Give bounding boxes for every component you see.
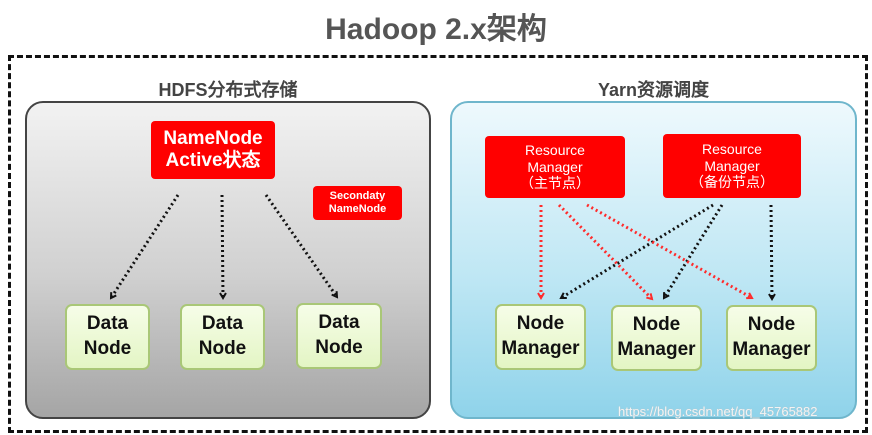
outer-dashed-frame [8,55,868,433]
nodemanager-2-line2: Manager [617,339,696,360]
nodemanager-2-line1: Node [632,314,681,336]
datanode-3-line2: Node [315,337,363,358]
rm-backup-line3: （备份节点） [690,174,774,191]
namenode-line1: NameNode [163,127,263,149]
yarn-label: Yarn资源调度 [597,80,710,100]
datanode-box-1: Data Node [65,304,150,370]
hdfs-label: HDFS分布式存储 [158,80,298,100]
resource-manager-primary-box: Resource Manager （主节点） [485,136,625,198]
datanode-1-line1: Data [86,313,129,335]
rm-primary-line3: （主节点） [520,175,590,192]
nodemanager-box-3: Node Manager [726,305,817,371]
datanode-box-2: Data Node [180,304,265,370]
rm-primary-line2: Manager [527,158,583,175]
datanode-2-line2: Node [198,338,247,359]
datanode-3-line1: Data [318,312,360,334]
secondary-line2: NameNode [328,203,387,215]
rm-backup-line2: Manager [704,157,760,174]
namenode-line2: Active状态 [165,150,261,171]
nodemanager-3-line2: Manager [732,339,811,360]
nodemanager-box-1: Node Manager [495,304,586,370]
nodemanager-1-line1: Node [516,313,565,335]
nodemanager-box-2: Node Manager [611,305,702,371]
rm-primary-line1: Resource [525,142,585,159]
watermark: https://blog.csdn.net/qq_45765882 [618,404,818,419]
nodemanager-3-line1: Node [747,314,796,336]
diagram-title: Hadoop 2.x架构 [325,13,547,46]
nodemanager-1-line2: Manager [501,338,580,359]
namenode-box: NameNode Active状态 [151,121,275,179]
resource-manager-backup-box: Resource Manager （备份节点） [663,134,801,198]
rm-backup-line1: Resource [702,141,762,158]
datanode-2-line1: Data [201,313,244,335]
secondary-line1: Secondaty [329,190,386,203]
datanode-1-line2: Node [83,338,132,359]
datanode-box-3: Data Node [296,303,382,369]
secondary-namenode-box: Secondaty NameNode [313,186,402,220]
